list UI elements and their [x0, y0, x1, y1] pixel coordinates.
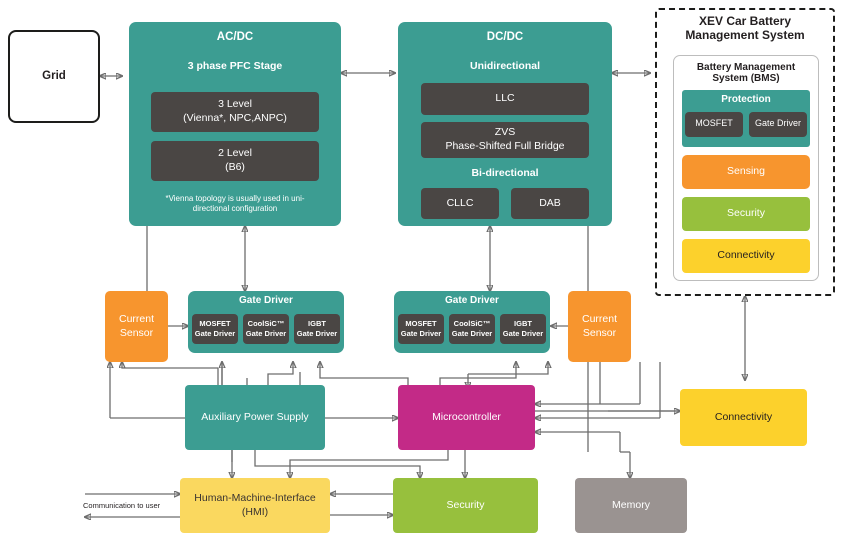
gate-driver-right-mosfet[interactable]: MOSFET Gate Driver — [398, 313, 444, 344]
dcdc-block-zvs-line1: ZVS — [494, 126, 516, 139]
gate-driver-left-mosfet-line2: Gate Driver — [194, 328, 236, 338]
bms-protection-group[interactable]: Protection MOSFET Gate Driver — [682, 90, 810, 147]
gate-driver-left[interactable]: Gate Driver MOSFET Gate Driver CoolSiC™ … — [188, 291, 344, 353]
acdc-title: AC/DC — [216, 31, 254, 43]
dcdc-block-cllc[interactable]: CLLC — [421, 187, 499, 219]
dcdc-unidirectional-label: Unidirectional — [469, 60, 540, 73]
gate-driver-right-title: Gate Driver — [445, 295, 499, 306]
acdc-topology-2level-line2: (B6) — [225, 160, 245, 173]
security-block[interactable]: Security — [393, 478, 538, 533]
grid-block[interactable]: Grid — [8, 30, 100, 123]
memory-label: Memory — [612, 498, 650, 511]
bms-panel[interactable]: Battery Management System (BMS) Protecti… — [673, 55, 819, 281]
dcdc-block-dab[interactable]: DAB — [511, 187, 589, 219]
bms-sensing[interactable]: Sensing — [682, 155, 810, 189]
current-sensor-left-line1: Current — [118, 313, 154, 326]
bms-security-label: Security — [727, 207, 765, 220]
bms-protection-gate-driver-label: Gate Driver — [754, 118, 801, 129]
gate-driver-left-coolsic[interactable]: CoolSiC™ Gate Driver — [243, 313, 289, 344]
current-sensor-left-line2: Sensor — [119, 326, 154, 339]
connectivity-label: Connectivity — [714, 410, 773, 423]
bms-connectivity[interactable]: Connectivity — [682, 239, 810, 273]
acdc-topology-3level-line1: 3 Level — [218, 98, 252, 111]
bms-title-line2: System (BMS) — [712, 73, 780, 84]
dcdc-block-zvs[interactable]: ZVS Phase-Shifted Full Bridge — [421, 121, 589, 158]
hmi-line2: (HMI) — [241, 505, 269, 518]
microcontroller[interactable]: Microcontroller — [398, 385, 535, 450]
acdc-block[interactable]: AC/DC 3 phase PFC Stage 3 Level (Vienna*… — [129, 22, 341, 226]
grid-label: Grid — [42, 70, 66, 83]
xev-title-line2: Management System — [685, 28, 805, 42]
acdc-topology-3level[interactable]: 3 Level (Vienna*, NPC,ANPC) — [151, 91, 319, 132]
gate-driver-right-coolsic-line1: CoolSiC™ — [453, 319, 491, 329]
microcontroller-label: Microcontroller — [432, 410, 501, 423]
gate-driver-right-igbt-line1: IGBT — [514, 319, 532, 329]
bms-sensing-label: Sensing — [727, 165, 765, 178]
gate-driver-right[interactable]: Gate Driver MOSFET Gate Driver CoolSiC™ … — [394, 291, 550, 353]
dcdc-block-llc[interactable]: LLC — [421, 82, 589, 115]
dcdc-block[interactable]: DC/DC Unidirectional LLC ZVS Phase-Shift… — [398, 22, 612, 226]
current-sensor-left[interactable]: Current Sensor — [105, 291, 168, 362]
bms-protection-mosfet-label: MOSFET — [695, 118, 733, 129]
auxiliary-power-supply[interactable]: Auxiliary Power Supply — [185, 385, 325, 450]
bms-protection-gate-driver[interactable]: Gate Driver — [749, 111, 807, 137]
gate-driver-left-igbt-line2: Gate Driver — [296, 328, 338, 338]
bms-security[interactable]: Security — [682, 197, 810, 231]
dcdc-block-dab-label: DAB — [539, 196, 561, 209]
gate-driver-right-igbt-line2: Gate Driver — [502, 328, 544, 338]
acdc-topology-2level[interactable]: 2 Level (B6) — [151, 140, 319, 181]
gate-driver-left-coolsic-line2: Gate Driver — [245, 328, 287, 338]
current-sensor-right-line1: Current — [581, 313, 617, 326]
gate-driver-left-mosfet-line1: MOSFET — [199, 319, 231, 329]
dcdc-title: DC/DC — [486, 31, 524, 43]
bms-protection-title: Protection — [721, 94, 771, 105]
hmi-line1: Human-Machine-Interface — [194, 492, 316, 505]
gate-driver-left-mosfet[interactable]: MOSFET Gate Driver — [192, 313, 238, 344]
acdc-topology-3level-line2: (Vienna*, NPC,ANPC) — [183, 111, 287, 124]
security-label: Security — [446, 498, 485, 511]
dcdc-block-llc-label: LLC — [495, 91, 515, 104]
bms-title-line1: Battery Management — [696, 62, 796, 73]
gate-driver-left-coolsic-line1: CoolSiC™ — [247, 319, 285, 329]
gate-driver-right-coolsic-line2: Gate Driver — [451, 328, 493, 338]
hmi-block[interactable]: Human-Machine-Interface (HMI) — [180, 478, 330, 533]
dcdc-block-zvs-line2: Phase-Shifted Full Bridge — [445, 139, 565, 152]
gate-driver-left-igbt-line1: IGBT — [308, 319, 326, 329]
gate-driver-left-igbt[interactable]: IGBT Gate Driver — [294, 313, 340, 344]
dcdc-block-cllc-label: CLLC — [446, 196, 474, 209]
current-sensor-right[interactable]: Current Sensor — [568, 291, 631, 362]
gate-driver-right-mosfet-line1: MOSFET — [405, 319, 437, 329]
xev-title: XEV Car Battery Management System — [660, 14, 830, 42]
acdc-subtitle: 3 phase PFC Stage — [187, 60, 283, 73]
gate-driver-left-title: Gate Driver — [239, 295, 293, 306]
gate-driver-right-mosfet-line2: Gate Driver — [400, 328, 442, 338]
auxiliary-power-supply-label: Auxiliary Power Supply — [201, 410, 309, 423]
gate-driver-right-coolsic[interactable]: CoolSiC™ Gate Driver — [449, 313, 495, 344]
memory-block[interactable]: Memory — [575, 478, 687, 533]
connectivity-block[interactable]: Connectivity — [680, 389, 807, 446]
gate-driver-right-igbt[interactable]: IGBT Gate Driver — [500, 313, 546, 344]
acdc-topology-2level-line1: 2 Level — [218, 147, 252, 160]
acdc-footnote: *Vienna topology is usually used in uni-… — [165, 193, 305, 214]
communication-to-user-label: Communication to user — [83, 501, 161, 510]
xev-title-line1: XEV Car Battery — [698, 14, 792, 28]
bms-connectivity-label: Connectivity — [717, 249, 775, 262]
bms-protection-mosfet[interactable]: MOSFET — [685, 111, 743, 137]
current-sensor-right-line2: Sensor — [582, 326, 617, 339]
dcdc-bidirectional-label: Bi-directional — [471, 166, 539, 179]
